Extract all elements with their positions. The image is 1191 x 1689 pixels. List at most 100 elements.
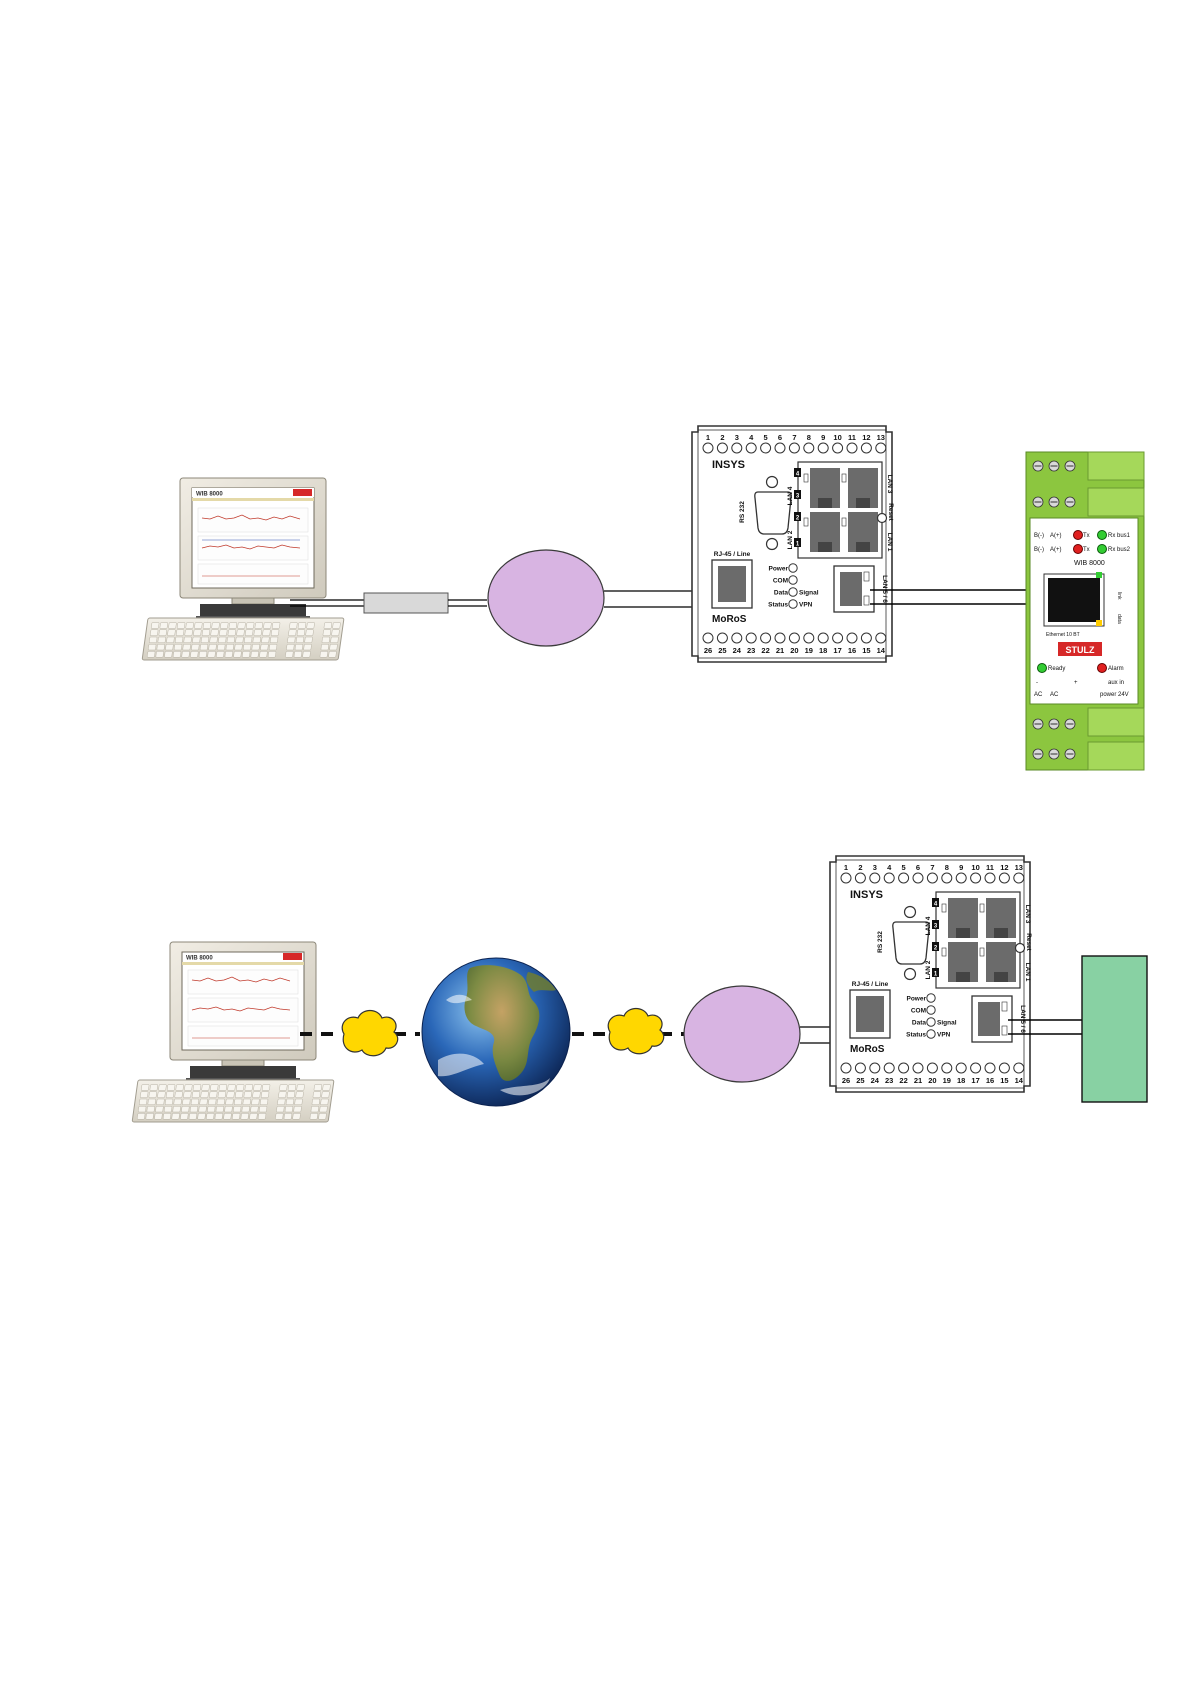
lan-port-latch — [856, 542, 870, 552]
keyboard-key — [165, 1099, 173, 1105]
keyboard-key — [276, 1106, 284, 1112]
keyboard-key — [321, 644, 329, 650]
keyboard-key — [217, 1099, 225, 1105]
terminal-number-top: 5 — [902, 863, 906, 872]
lan3-label: LAN 3 — [1024, 905, 1031, 924]
keyboard-key — [242, 1106, 250, 1112]
keyboard-key — [323, 1085, 331, 1091]
keyboard-key — [156, 1099, 164, 1105]
terminal-screw-bottom — [847, 633, 857, 643]
keyboard-key — [200, 1099, 208, 1105]
terminal-screw-top — [818, 443, 828, 453]
screen-chart-3 — [188, 1026, 298, 1046]
keyboard-key — [298, 623, 306, 629]
keyboard-key — [235, 637, 243, 643]
terminal-screw-bottom — [804, 633, 814, 643]
led-label-com: COM — [911, 1008, 926, 1015]
keyboard-key — [194, 623, 202, 629]
lan-led — [942, 904, 946, 912]
keyboard-key — [285, 1106, 293, 1112]
wib-rx2-label: Rx bus2 — [1108, 547, 1131, 553]
keyboard-key — [333, 623, 341, 629]
terminal-screw-bottom — [746, 633, 756, 643]
terminal-screw-top — [899, 873, 909, 883]
terminal-number-bottom: 18 — [957, 1076, 965, 1085]
rj45-label: RJ-45 / Line — [852, 981, 889, 988]
lan-led — [980, 904, 984, 912]
led-com — [927, 1006, 935, 1014]
keyboard-key — [176, 630, 184, 636]
keyboard-key — [307, 623, 315, 629]
lan-port-latch — [818, 498, 832, 508]
wib-power-label: power 24V — [1100, 692, 1129, 698]
keyboard-key — [278, 1092, 286, 1098]
rj45-port — [856, 996, 884, 1032]
wib-label-b2: B(-) — [1034, 547, 1044, 553]
terminal-number-top: 13 — [877, 433, 885, 442]
lan56-label: LAN 5 / 6 — [881, 575, 888, 603]
terminal-number-top: 6 — [778, 433, 782, 442]
keyboard-key — [216, 651, 224, 657]
keyboard-key — [149, 1092, 157, 1098]
terminal-number-bottom: 17 — [971, 1076, 979, 1085]
keyboard-key — [229, 623, 237, 629]
router-brand: INSYS — [712, 459, 745, 471]
keyboard-key — [296, 637, 304, 643]
lan-led — [842, 474, 846, 482]
terminal-screw-top — [913, 873, 923, 883]
keyboard-key — [259, 651, 267, 657]
keyboard-key — [184, 637, 192, 643]
keyboard-key — [167, 630, 175, 636]
terminal-screw-top — [732, 443, 742, 453]
keyboard-key — [185, 630, 193, 636]
keyboard-key — [234, 644, 242, 650]
keyboard-key — [232, 1113, 240, 1119]
pc-base-unit — [190, 1066, 296, 1080]
cable-router-wib — [870, 590, 1040, 604]
terminal-screw-bottom — [971, 1063, 981, 1073]
terminal-screw-top — [775, 443, 785, 453]
keyboard-key — [269, 644, 277, 650]
keyboard-key — [211, 630, 219, 636]
terminal-number-bottom: 24 — [733, 646, 742, 655]
keyboard-key — [166, 637, 174, 643]
wib-ethernet-port[interactable] — [1048, 578, 1100, 622]
keyboard-key — [167, 1085, 175, 1091]
terminal-screw-top — [942, 873, 952, 883]
wib-tx2-label: Tx — [1083, 547, 1090, 553]
router-insys-moros: 1234567891011121326252423222120191817161… — [692, 426, 894, 662]
keyboard-key — [260, 644, 268, 650]
keyboard-key — [208, 651, 216, 657]
keyboard-key — [262, 630, 270, 636]
keyboard-key — [254, 630, 262, 636]
keyboard-key — [236, 630, 244, 636]
keyboard-key — [235, 1092, 243, 1098]
terminal-number-top: 9 — [959, 863, 963, 872]
keyboard-key — [165, 644, 173, 650]
keyboard-key — [313, 1092, 321, 1098]
keyboard-key — [262, 1085, 270, 1091]
keyboard-key — [218, 637, 226, 643]
led-label-data: Data — [774, 590, 788, 597]
lan-port-latch — [856, 498, 870, 508]
keyboard-key — [164, 651, 172, 657]
keyboard-key — [208, 1099, 216, 1105]
keyboard-key — [168, 623, 176, 629]
keyboard-key — [297, 1085, 305, 1091]
keyboard-key — [284, 1113, 292, 1119]
keyboard-key — [331, 630, 339, 636]
dsub-screw — [905, 907, 916, 918]
lan56-label: LAN 5 / 6 — [1019, 1005, 1026, 1033]
wib-aux-label: aux in — [1108, 680, 1124, 686]
keyboard-key — [251, 651, 259, 657]
terminal-number-bottom: 23 — [747, 646, 755, 655]
led-label-signal: Signal — [799, 590, 819, 597]
terminal-screw-bottom — [942, 1063, 952, 1073]
keyboard-key — [176, 1085, 184, 1091]
keyboard-key — [329, 644, 337, 650]
keyboard-key — [311, 1106, 319, 1112]
keyboard-key — [212, 623, 220, 629]
keyboard-key — [138, 1106, 146, 1112]
lan-port-latch — [818, 542, 832, 552]
